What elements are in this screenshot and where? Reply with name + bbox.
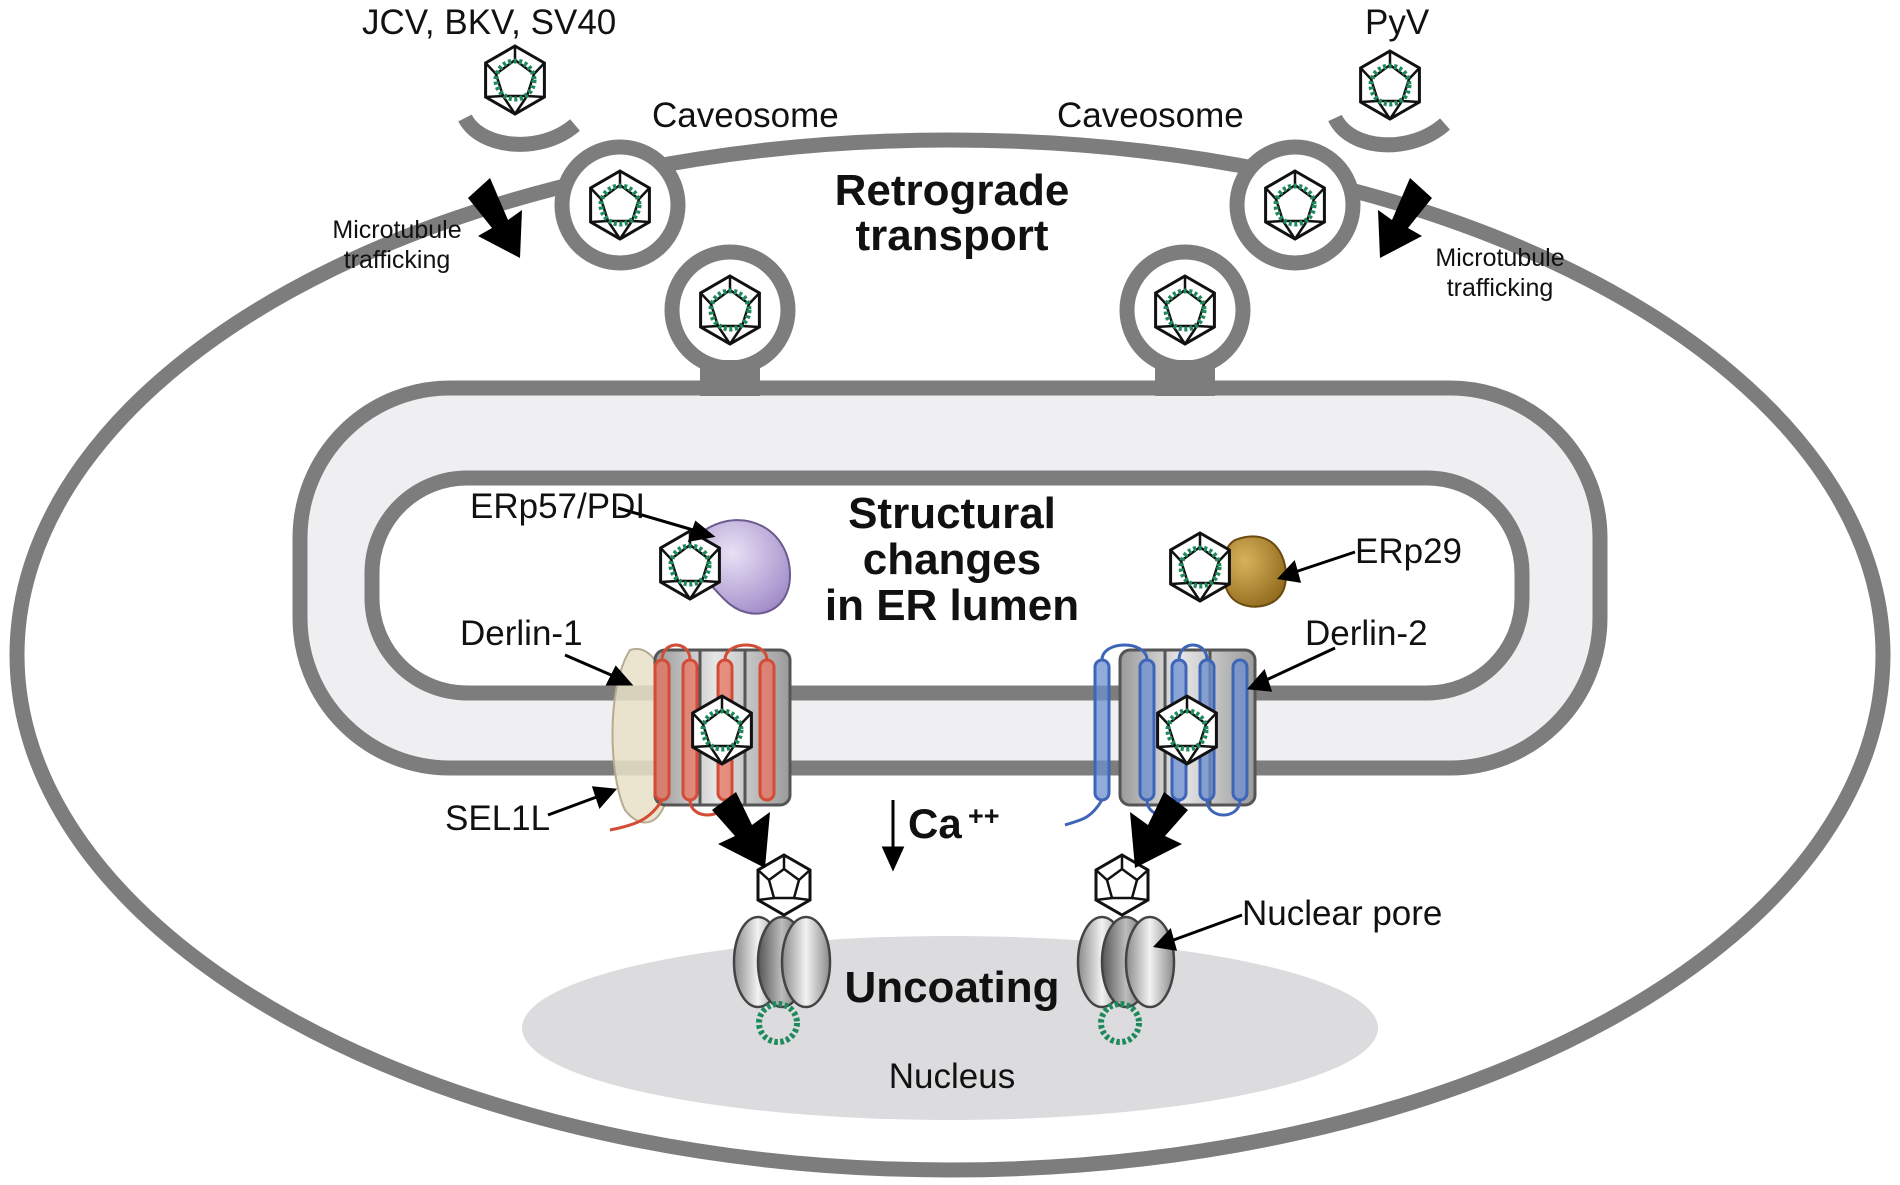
arrow-derlin2-exit bbox=[1130, 792, 1188, 868]
virion-erp29 bbox=[1171, 533, 1230, 601]
label-microtubule-left-2: trafficking bbox=[344, 246, 451, 274]
label-microtubule-right-2: trafficking bbox=[1447, 274, 1554, 302]
membrane-invagination-left bbox=[458, 113, 580, 152]
arrow-microtubule-left bbox=[468, 178, 522, 258]
fusion-bridge-right bbox=[1155, 360, 1215, 396]
erp29-protein bbox=[1221, 535, 1287, 608]
label-microtubule-right-1: Microtubule bbox=[1435, 244, 1564, 272]
label-erp57: ERp57/PDI bbox=[470, 487, 645, 526]
nuclear-pore-right bbox=[1076, 915, 1176, 1009]
label-caveosome-left: Caveosome bbox=[652, 96, 839, 135]
leader-erp29 bbox=[1291, 550, 1356, 575]
leader-nuclear-pore bbox=[1167, 913, 1243, 944]
leader-derlin1 bbox=[564, 653, 619, 680]
label-structural-3: in ER lumen bbox=[825, 581, 1079, 630]
virion-entering-right bbox=[1361, 51, 1420, 119]
membrane-invagination-right bbox=[1328, 114, 1450, 153]
er-inner-membrane bbox=[364, 470, 1530, 701]
label-derlin2: Derlin-2 bbox=[1305, 614, 1428, 653]
viral-dna-right bbox=[1098, 1001, 1142, 1045]
virion-derlin1 bbox=[693, 696, 752, 764]
label-caveosome-right: Caveosome bbox=[1057, 96, 1244, 135]
capsid-uncoating-left bbox=[756, 853, 812, 917]
leader-erp57 bbox=[617, 506, 701, 534]
label-microtubule-left-1: Microtubule bbox=[332, 216, 461, 244]
leader-sel1l bbox=[547, 793, 603, 817]
label-nucleus: Nucleus bbox=[889, 1057, 1015, 1096]
viral-dna-left bbox=[756, 1001, 800, 1045]
label-sel1l: SEL1L bbox=[445, 799, 550, 838]
virion-entering-left bbox=[486, 46, 545, 114]
arrow-derlin1-exit bbox=[712, 792, 770, 868]
label-structural-2: changes bbox=[863, 535, 1042, 584]
label-derlin1: Derlin-1 bbox=[460, 614, 583, 653]
nuclear-pore-left bbox=[732, 915, 832, 1009]
arrow-microtubule-right bbox=[1378, 178, 1432, 258]
label-virus-group-right: PyV bbox=[1365, 3, 1430, 42]
virion-derlin2 bbox=[1158, 696, 1217, 764]
fusion-bridge-left bbox=[700, 360, 760, 396]
label-retrograde-2: transport bbox=[855, 211, 1048, 260]
label-nuclear-pore: Nuclear pore bbox=[1242, 894, 1442, 933]
label-calcium-charge: ++ bbox=[968, 801, 1000, 831]
label-calcium: Ca bbox=[908, 800, 962, 847]
leader-derlin2 bbox=[1261, 646, 1336, 684]
label-erp29: ERp29 bbox=[1355, 532, 1462, 571]
label-structural-1: Structural bbox=[848, 489, 1056, 538]
label-retrograde-1: Retrograde bbox=[835, 166, 1070, 215]
label-virus-group-left: JCV, BKV, SV40 bbox=[362, 3, 616, 42]
label-uncoating: Uncoating bbox=[844, 963, 1059, 1012]
